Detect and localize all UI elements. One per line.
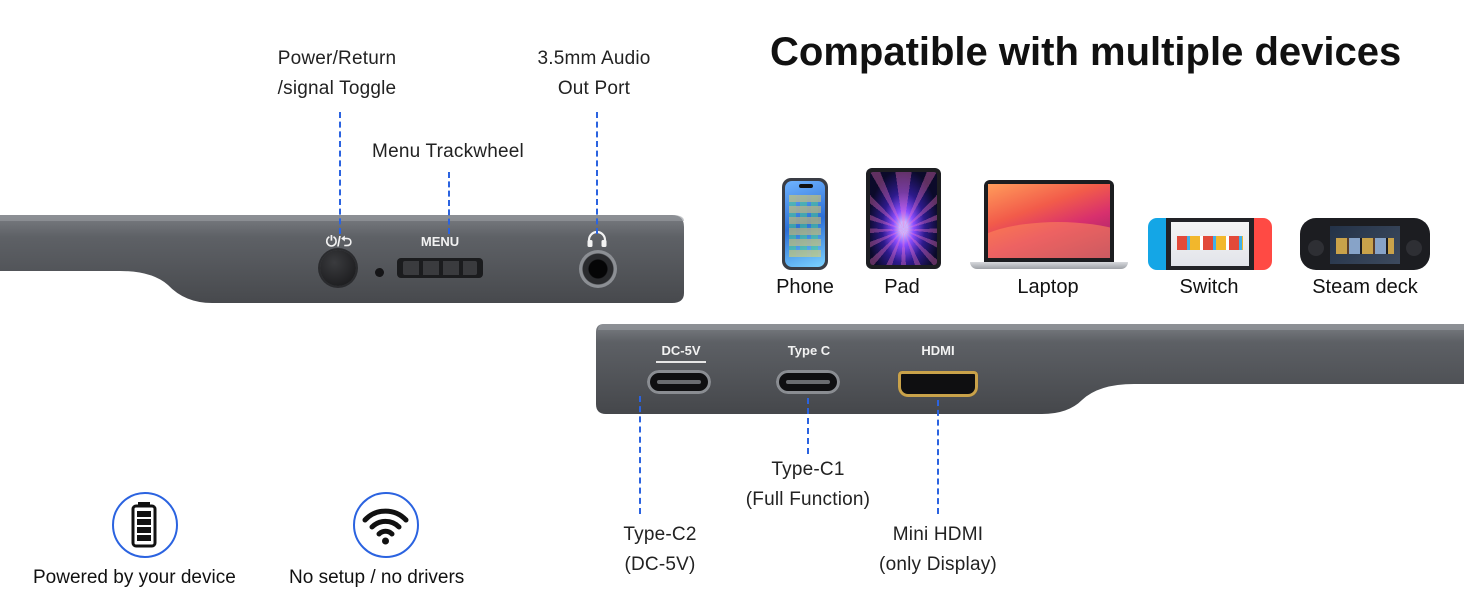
menu-callout: Menu Trackwheel: [372, 141, 524, 162]
mini-hdmi-port[interactable]: [898, 371, 978, 397]
device-label-phone: Phone: [776, 276, 834, 298]
device-label-switch: Switch: [1179, 276, 1239, 298]
typec2-callout-line1: Type-C2: [623, 524, 697, 545]
power-callout: Power/Return /signal Toggle: [247, 44, 427, 104]
steam-deck-icon: [1300, 218, 1430, 270]
power-return-symbol: ⏻/⮌: [325, 233, 353, 249]
hdmi-port-label: HDMI: [921, 343, 955, 358]
hdmi-callout: Mini HDMI (only Display): [860, 520, 1016, 580]
typec2-callout-line2: (DC-5V): [624, 554, 696, 575]
typec1-leader-line: [807, 398, 809, 454]
audio-leader-line: [596, 112, 598, 234]
audio-callout: 3.5mm Audio Out Port: [514, 44, 674, 104]
typec2-port-tongue: [657, 380, 701, 384]
feature-powered-text: Powered by your device: [33, 567, 236, 588]
menu-leader-line: [448, 172, 450, 234]
typec2-leader-line: [639, 396, 641, 514]
device-label-pad: Pad: [884, 276, 920, 298]
audio-callout-line1: 3.5mm Audio: [537, 48, 651, 69]
typec1-callout: Type-C1 (Full Function): [720, 455, 896, 515]
page-title: Compatible with multiple devices: [770, 30, 1402, 74]
hdmi-leader-line: [937, 400, 939, 514]
device-label-laptop: Laptop: [1017, 276, 1079, 298]
menu-trackwheel[interactable]: [397, 258, 483, 278]
typec1-callout-line1: Type-C1: [771, 459, 845, 480]
power-leader-line: [339, 112, 341, 234]
audio-jack[interactable]: [579, 250, 617, 288]
typec1-callout-line2: (Full Function): [745, 489, 871, 510]
audio-callout-line2: Out Port: [557, 78, 631, 99]
menu-label: MENU: [420, 234, 460, 249]
indicator-hole: [375, 268, 384, 277]
phone-icon: [782, 178, 828, 270]
hdmi-callout-line1: Mini HDMI: [892, 524, 984, 545]
power-callout-line1: Power/Return: [277, 48, 397, 69]
feature-no-setup-text: No setup / no drivers: [289, 567, 465, 588]
typec1-port-tongue: [786, 380, 830, 384]
typec2-callout: Type-C2 (DC-5V): [595, 520, 725, 580]
tablet-icon: [866, 168, 941, 269]
power-callout-line2: /signal Toggle: [277, 78, 397, 99]
hdmi-callout-line2: (only Display): [879, 554, 997, 575]
switch-console-icon: [1148, 218, 1272, 270]
battery-icon: [112, 492, 178, 558]
typec-port-label: Type C: [787, 343, 831, 358]
dc-symbol-lines: [656, 361, 706, 367]
power-button[interactable]: [320, 250, 356, 286]
bottom-monitor-side-panel: [596, 324, 1464, 414]
laptop-icon: [970, 180, 1128, 270]
device-label-steam-deck: Steam deck: [1312, 276, 1418, 298]
wifi-icon: [353, 492, 419, 558]
dc5v-port-label: DC-5V: [661, 343, 701, 358]
